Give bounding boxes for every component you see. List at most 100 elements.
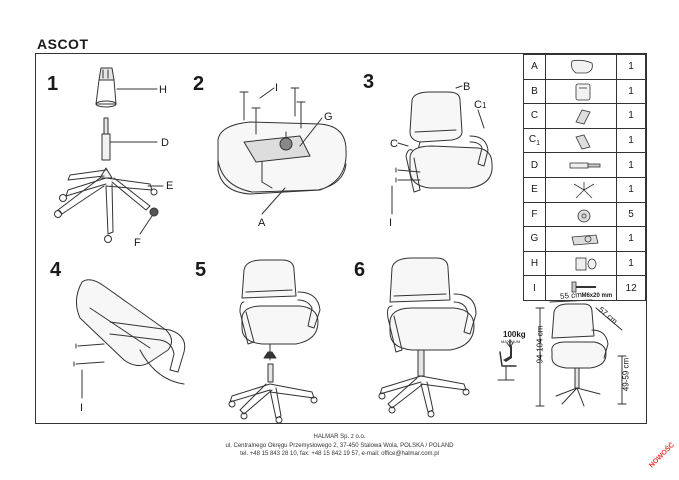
callout-a: A [258, 217, 266, 229]
part-quantity: 1 [616, 176, 646, 203]
callout-c1-letter: C [474, 99, 482, 111]
callout-i-step3: I [389, 217, 393, 229]
step3-chair-drawing [391, 85, 493, 215]
part-picture [544, 54, 618, 80]
footer-address: ul. Centralnego Okręgu Przemysłowego 2, … [225, 442, 454, 449]
part-letter: B [523, 78, 546, 105]
dimension-chair-drawing [535, 299, 627, 407]
part-letter-text: D [530, 159, 539, 171]
part-quantity: 1 [616, 250, 646, 277]
footer-contact: tel. +48 15 843 28 10, fax: +48 15 842 1… [240, 451, 439, 457]
part-picture [544, 127, 618, 154]
callout-c: C [390, 138, 398, 150]
part-quantity: 1 [616, 78, 646, 105]
part-picture [544, 152, 618, 178]
callout-c1-sub: 1 [481, 101, 487, 110]
dimension-seat-height: 49-59 cm [621, 357, 631, 392]
seat-cushion-drawing [217, 87, 347, 215]
part-quantity: 1 [616, 54, 646, 80]
screw-size-label: M6x20 mm [581, 292, 613, 299]
star-base-drawing [54, 167, 164, 243]
document-title: ASCOT [37, 36, 89, 52]
part-letter: C1 [523, 127, 546, 154]
part-letter-text: C [530, 110, 539, 122]
step5-chair-drawing [228, 259, 321, 424]
part-letter-sub: 1 [536, 140, 541, 148]
part-letter: A [523, 54, 546, 80]
callout-e: E [166, 180, 174, 192]
instruction-frame [35, 53, 647, 424]
backrest-icon [575, 83, 591, 100]
callout-d: D [161, 137, 169, 149]
part-picture [544, 176, 618, 203]
part-letter-text: I [533, 282, 536, 294]
part-letter-text: F [531, 208, 538, 220]
part-picture: M6x20 mm [544, 275, 618, 301]
part-letter-text: A [531, 61, 538, 73]
dimension-height: 94-104 cm [535, 325, 545, 364]
callout-h: H [159, 84, 167, 96]
step-number-6: 6 [354, 259, 366, 281]
callout-c1: C1 [474, 99, 486, 111]
load-capacity: 100kg [503, 330, 526, 339]
star-base-icon [573, 181, 595, 199]
part-picture [544, 250, 618, 277]
part-letter: G [523, 226, 546, 252]
part-letter: F [523, 201, 546, 228]
tilt-mechanism-icon [571, 234, 599, 246]
seat-cushion-icon [570, 59, 593, 74]
gas-lift-cover-icon [575, 257, 597, 271]
load-capacity-sub: MAXIMUM [501, 339, 521, 344]
armrest-right-icon [575, 134, 591, 150]
caster-wheel-icon [577, 209, 591, 222]
callout-i-step2: I [275, 82, 279, 94]
part-quantity: 1 [616, 152, 646, 178]
part-letter-text: C [528, 134, 537, 146]
part-picture [544, 78, 618, 105]
armrest-left-icon [575, 109, 591, 125]
callout-b: B [463, 81, 471, 93]
part-letter-text: B [531, 85, 538, 97]
part-letter: C [523, 103, 546, 129]
step6-chair-drawing [378, 257, 477, 418]
gas-lift-drawing [101, 117, 158, 161]
screw-icon [571, 281, 596, 293]
part-letter-text: G [530, 233, 539, 245]
step-number-2: 2 [193, 73, 205, 95]
callout-g: G [324, 111, 333, 123]
part-letter: H [523, 250, 546, 277]
callout-f: F [134, 237, 141, 249]
part-picture [544, 226, 618, 252]
part-picture [544, 103, 618, 129]
part-quantity: 12 [616, 275, 646, 301]
gas-lift-icon [569, 162, 601, 169]
part-picture [544, 201, 618, 228]
part-quantity: 1 [616, 127, 646, 154]
load-person-icon [497, 339, 517, 381]
gas-lift-cover-drawing [95, 67, 158, 108]
footer: HALMAR Sp. z o.o. ul. Centralnego Okręgu… [0, 433, 679, 459]
part-quantity: 1 [616, 103, 646, 129]
part-letter: I [523, 275, 546, 301]
step-number-5: 5 [195, 259, 207, 281]
step-number-4: 4 [50, 259, 62, 281]
part-letter-text: H [530, 258, 539, 270]
part-letter: D [523, 152, 546, 178]
part-quantity: 1 [616, 226, 646, 252]
part-letter-text: E [531, 184, 538, 196]
footer-company: HALMAR Sp. z o.o. [313, 434, 366, 440]
callout-i-step4: I [80, 402, 84, 414]
part-letter: E [523, 176, 546, 203]
